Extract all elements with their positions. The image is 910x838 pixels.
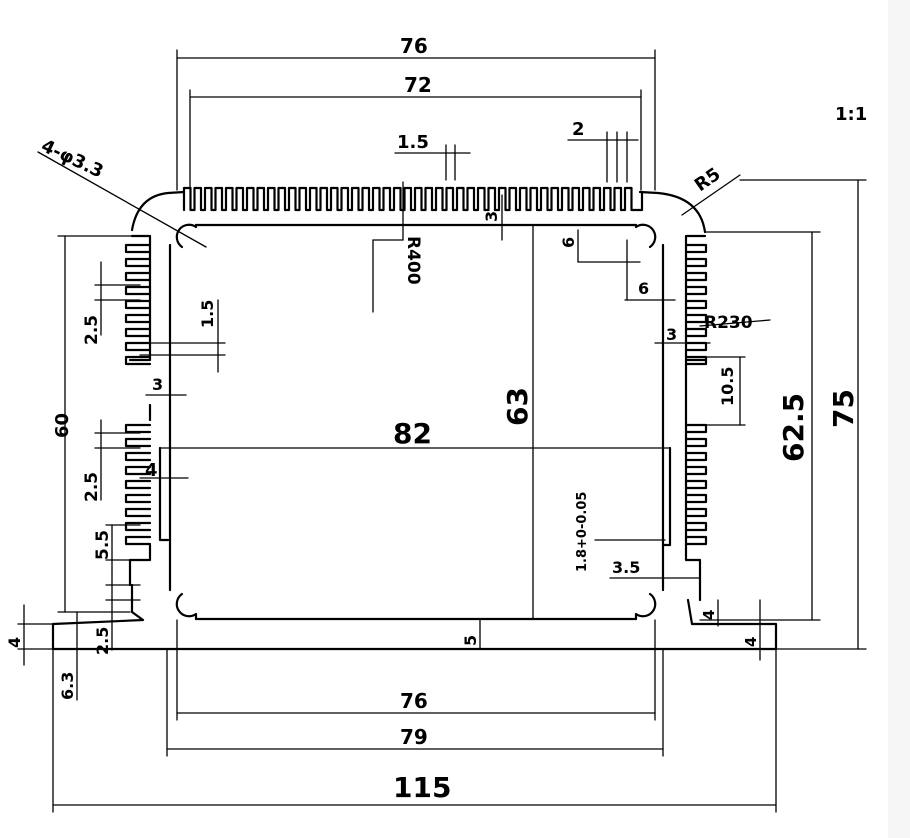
label-62-5: 62.5 bbox=[777, 393, 810, 462]
label-76-bottom: 76 bbox=[400, 689, 428, 713]
label-63: 63 bbox=[501, 387, 534, 426]
top-right-shoulder bbox=[638, 190, 707, 234]
label-r400: R400 bbox=[403, 236, 423, 285]
hole-top-right-icon bbox=[634, 223, 657, 249]
label-hole-spec: 4-φ3.3 bbox=[38, 135, 107, 182]
label-76-top: 76 bbox=[400, 34, 428, 58]
base-plate bbox=[51, 583, 778, 651]
label-79: 79 bbox=[400, 725, 428, 749]
label-groove-tolerance: 1.8+0-0.05 bbox=[575, 492, 590, 572]
hole-bottom-right-icon bbox=[634, 592, 657, 621]
label-6-3: 6.3 bbox=[58, 672, 77, 700]
r400-leader bbox=[372, 181, 404, 313]
label-1-5-left: 1.5 bbox=[198, 300, 217, 328]
right-groove bbox=[661, 446, 672, 547]
top-left-shoulder bbox=[130, 190, 186, 232]
label-3-5: 3.5 bbox=[612, 558, 640, 577]
page-edge-strip bbox=[888, 0, 910, 838]
label-4-flange: 4 bbox=[742, 637, 760, 647]
left-groove bbox=[158, 446, 170, 542]
label-82: 82 bbox=[393, 417, 432, 450]
label-60: 60 bbox=[52, 413, 73, 438]
label-1-5-top: 1.5 bbox=[397, 132, 429, 153]
label-r230: R230 bbox=[704, 313, 753, 333]
dimension-labels: 1:1 76 72 1.5 2 4-φ3.3 R5 R400 3 6 6 3 R… bbox=[5, 34, 867, 804]
label-10-5: 10.5 bbox=[718, 367, 737, 406]
label-4-foot: 4 bbox=[700, 610, 718, 620]
label-2-5-b: 2.5 bbox=[82, 472, 102, 502]
hole-top-left-icon bbox=[175, 223, 198, 249]
r230-leader bbox=[699, 319, 771, 327]
right-fin-comb bbox=[684, 234, 708, 602]
label-5-bottom: 5 bbox=[461, 635, 480, 646]
label-5-5: 5.5 bbox=[93, 530, 113, 560]
top-fin-comb bbox=[182, 186, 644, 212]
hole-leader bbox=[37, 151, 207, 248]
label-6-v: 6 bbox=[559, 237, 578, 248]
label-4-left: 4 bbox=[145, 460, 158, 481]
label-4-base: 4 bbox=[5, 637, 24, 648]
label-2-top: 2 bbox=[572, 119, 585, 140]
scale-label: 1:1 bbox=[835, 104, 867, 125]
label-72: 72 bbox=[404, 73, 432, 97]
label-2-5-c: 2.5 bbox=[93, 627, 112, 655]
hole-bottom-left-icon bbox=[175, 592, 198, 621]
label-115: 115 bbox=[393, 771, 451, 804]
r5-leader bbox=[681, 174, 741, 216]
label-75: 75 bbox=[827, 389, 860, 428]
label-2-5-a: 2.5 bbox=[82, 315, 102, 345]
label-3-left: 3 bbox=[152, 375, 163, 394]
label-3-right: 3 bbox=[666, 325, 677, 344]
label-r5: R5 bbox=[691, 164, 725, 196]
label-3-top: 3 bbox=[482, 211, 501, 222]
left-fin-comb bbox=[124, 234, 152, 587]
label-6-h: 6 bbox=[638, 279, 649, 298]
dimension-lines bbox=[17, 49, 867, 813]
